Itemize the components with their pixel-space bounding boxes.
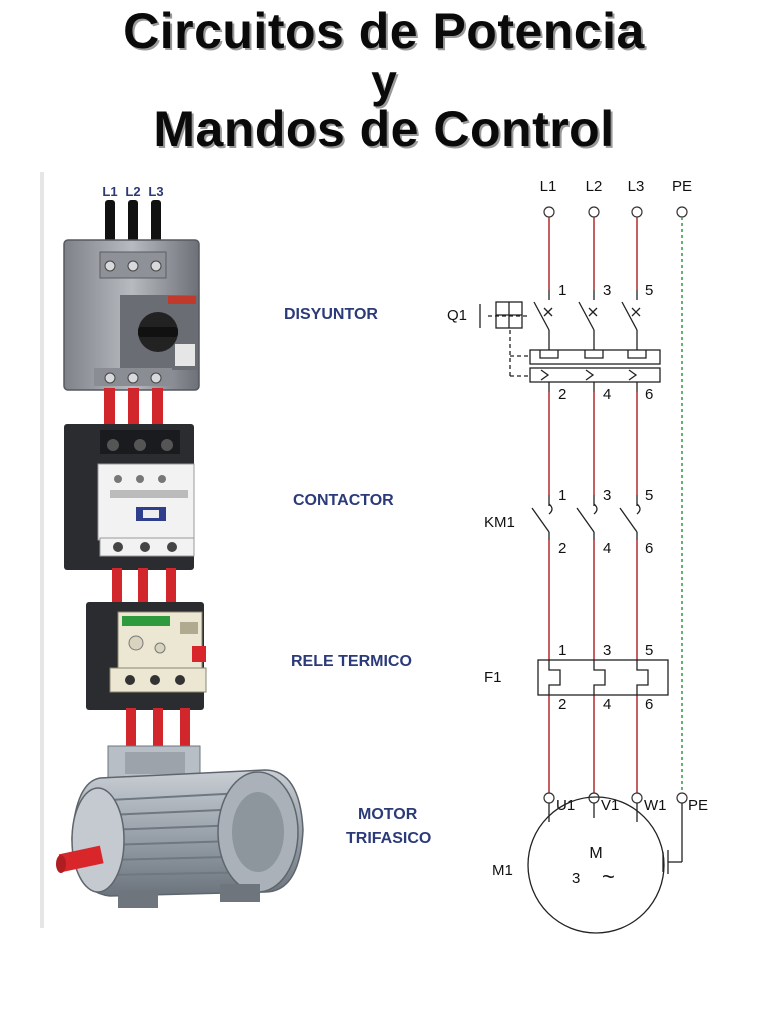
motor-term-u1: U1 — [556, 797, 575, 814]
km1-term-6: 6 — [645, 540, 653, 557]
f1-label: F1 — [484, 669, 502, 686]
photo-label-l3: L3 — [148, 184, 163, 199]
q1-term-4: 4 — [603, 386, 611, 403]
relay-device-photo — [86, 602, 207, 710]
f1-term-2: 2 — [558, 696, 566, 713]
motor-letter: M — [589, 845, 602, 862]
label-trifasico: TRIFASICO — [346, 830, 432, 847]
schematic: L1 L2 L3 PE — [447, 178, 708, 934]
km1-label: KM1 — [484, 514, 515, 531]
f1-term-6: 6 — [645, 696, 653, 713]
photo-label-l1: L1 — [102, 184, 117, 199]
links-relay-motor — [126, 708, 190, 756]
km1-term-4: 4 — [603, 540, 611, 557]
km1-term-5: 5 — [645, 487, 653, 504]
km1-term-3: 3 — [603, 487, 611, 504]
motor-symbol — [527, 796, 683, 934]
f1-term-1: 1 — [558, 642, 566, 659]
m1-label: M1 — [492, 862, 513, 879]
label-disyuntor: DISYUNTOR — [284, 306, 378, 323]
power-lines — [548, 217, 638, 793]
title-line-1: Circuitos de Potencia — [123, 3, 645, 59]
motor-terminals — [543, 792, 688, 804]
phase-label-l1: L1 — [540, 178, 557, 195]
f1-term-3: 3 — [603, 642, 611, 659]
q1-breaker-symbol — [479, 290, 661, 392]
phase-label-l3: L3 — [628, 178, 645, 195]
q1-term-3: 3 — [603, 282, 611, 299]
q1-term-5: 5 — [645, 282, 653, 299]
km1-term-1: 1 — [558, 487, 566, 504]
motor-term-w1: W1 — [644, 797, 667, 814]
title-line-3: Mandos de Control — [153, 101, 615, 157]
motor-photo — [56, 745, 304, 908]
supply-terminals — [543, 206, 688, 218]
label-motor: MOTOR — [358, 806, 418, 823]
motor-term-pe: PE — [688, 797, 708, 814]
photo-label-l2: L2 — [125, 184, 140, 199]
contactor-device-photo — [64, 424, 195, 570]
km1-contactor-symbol — [531, 495, 641, 540]
links-contactor-relay — [112, 568, 176, 606]
phase-label-l2: L2 — [586, 178, 603, 195]
label-rele-termico: RELE TERMICO — [291, 653, 412, 670]
breaker-device-photo — [63, 239, 200, 391]
links-breaker-contactor — [104, 388, 163, 436]
motor-term-v1: V1 — [601, 797, 619, 814]
q1-term-2: 2 — [558, 386, 566, 403]
motor-tilde: ~ — [602, 864, 615, 889]
phase-label-pe: PE — [672, 178, 692, 195]
motor-phase-count: 3 — [572, 870, 580, 887]
q1-term-6: 6 — [645, 386, 653, 403]
km1-term-2: 2 — [558, 540, 566, 557]
photo-illustration: L1 L2 L3 — [40, 172, 304, 928]
title-line-2: y — [371, 55, 397, 107]
f1-relay-symbol — [537, 659, 669, 696]
f1-term-5: 5 — [645, 642, 653, 659]
label-contactor: CONTACTOR — [293, 492, 394, 509]
q1-term-1: 1 — [558, 282, 566, 299]
q1-label: Q1 — [447, 307, 467, 324]
f1-term-4: 4 — [603, 696, 611, 713]
